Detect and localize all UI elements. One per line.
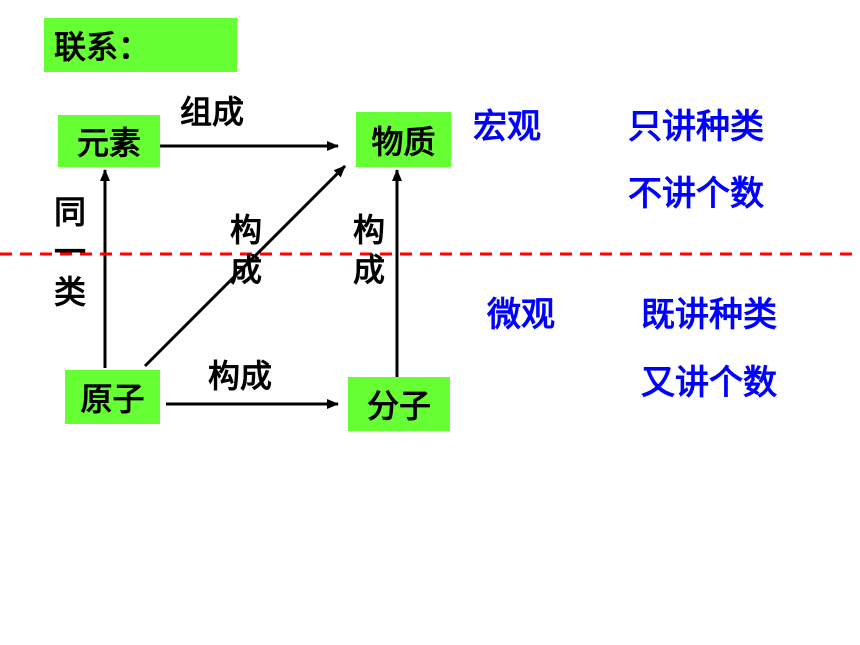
macro-line-2: 不讲个数 bbox=[628, 174, 764, 214]
micro-line-2: 又讲个数 bbox=[641, 363, 777, 403]
node-molecule-label: 分子 bbox=[366, 387, 431, 425]
node-molecule: 分子 bbox=[348, 377, 450, 431]
title-box: 联系： bbox=[44, 18, 237, 72]
edge-label-element-substance: 组成 bbox=[180, 93, 245, 131]
macro-label: 宏观 bbox=[473, 107, 541, 147]
page-title: 联系： bbox=[54, 28, 151, 66]
edge-label-atom-molecule: 构成 bbox=[208, 357, 273, 395]
edge-label-molecule-substance: 构 成 bbox=[352, 211, 385, 289]
micro-line-1: 既讲种类 bbox=[641, 295, 777, 335]
node-atom: 原子 bbox=[65, 370, 160, 424]
arrow-atom-to-substance bbox=[143, 164, 347, 368]
edge-label-same-kind: 同 一 类 bbox=[53, 193, 86, 311]
macro-line-1: 只讲种类 bbox=[628, 107, 764, 147]
node-atom-label: 原子 bbox=[80, 380, 145, 418]
node-element: 元素 bbox=[58, 115, 160, 167]
node-substance: 物质 bbox=[356, 112, 451, 167]
micro-label: 微观 bbox=[487, 295, 555, 335]
node-substance-label: 物质 bbox=[371, 122, 436, 161]
edge-label-atom-substance: 构 成 bbox=[229, 211, 262, 289]
node-element-label: 元素 bbox=[76, 124, 141, 162]
